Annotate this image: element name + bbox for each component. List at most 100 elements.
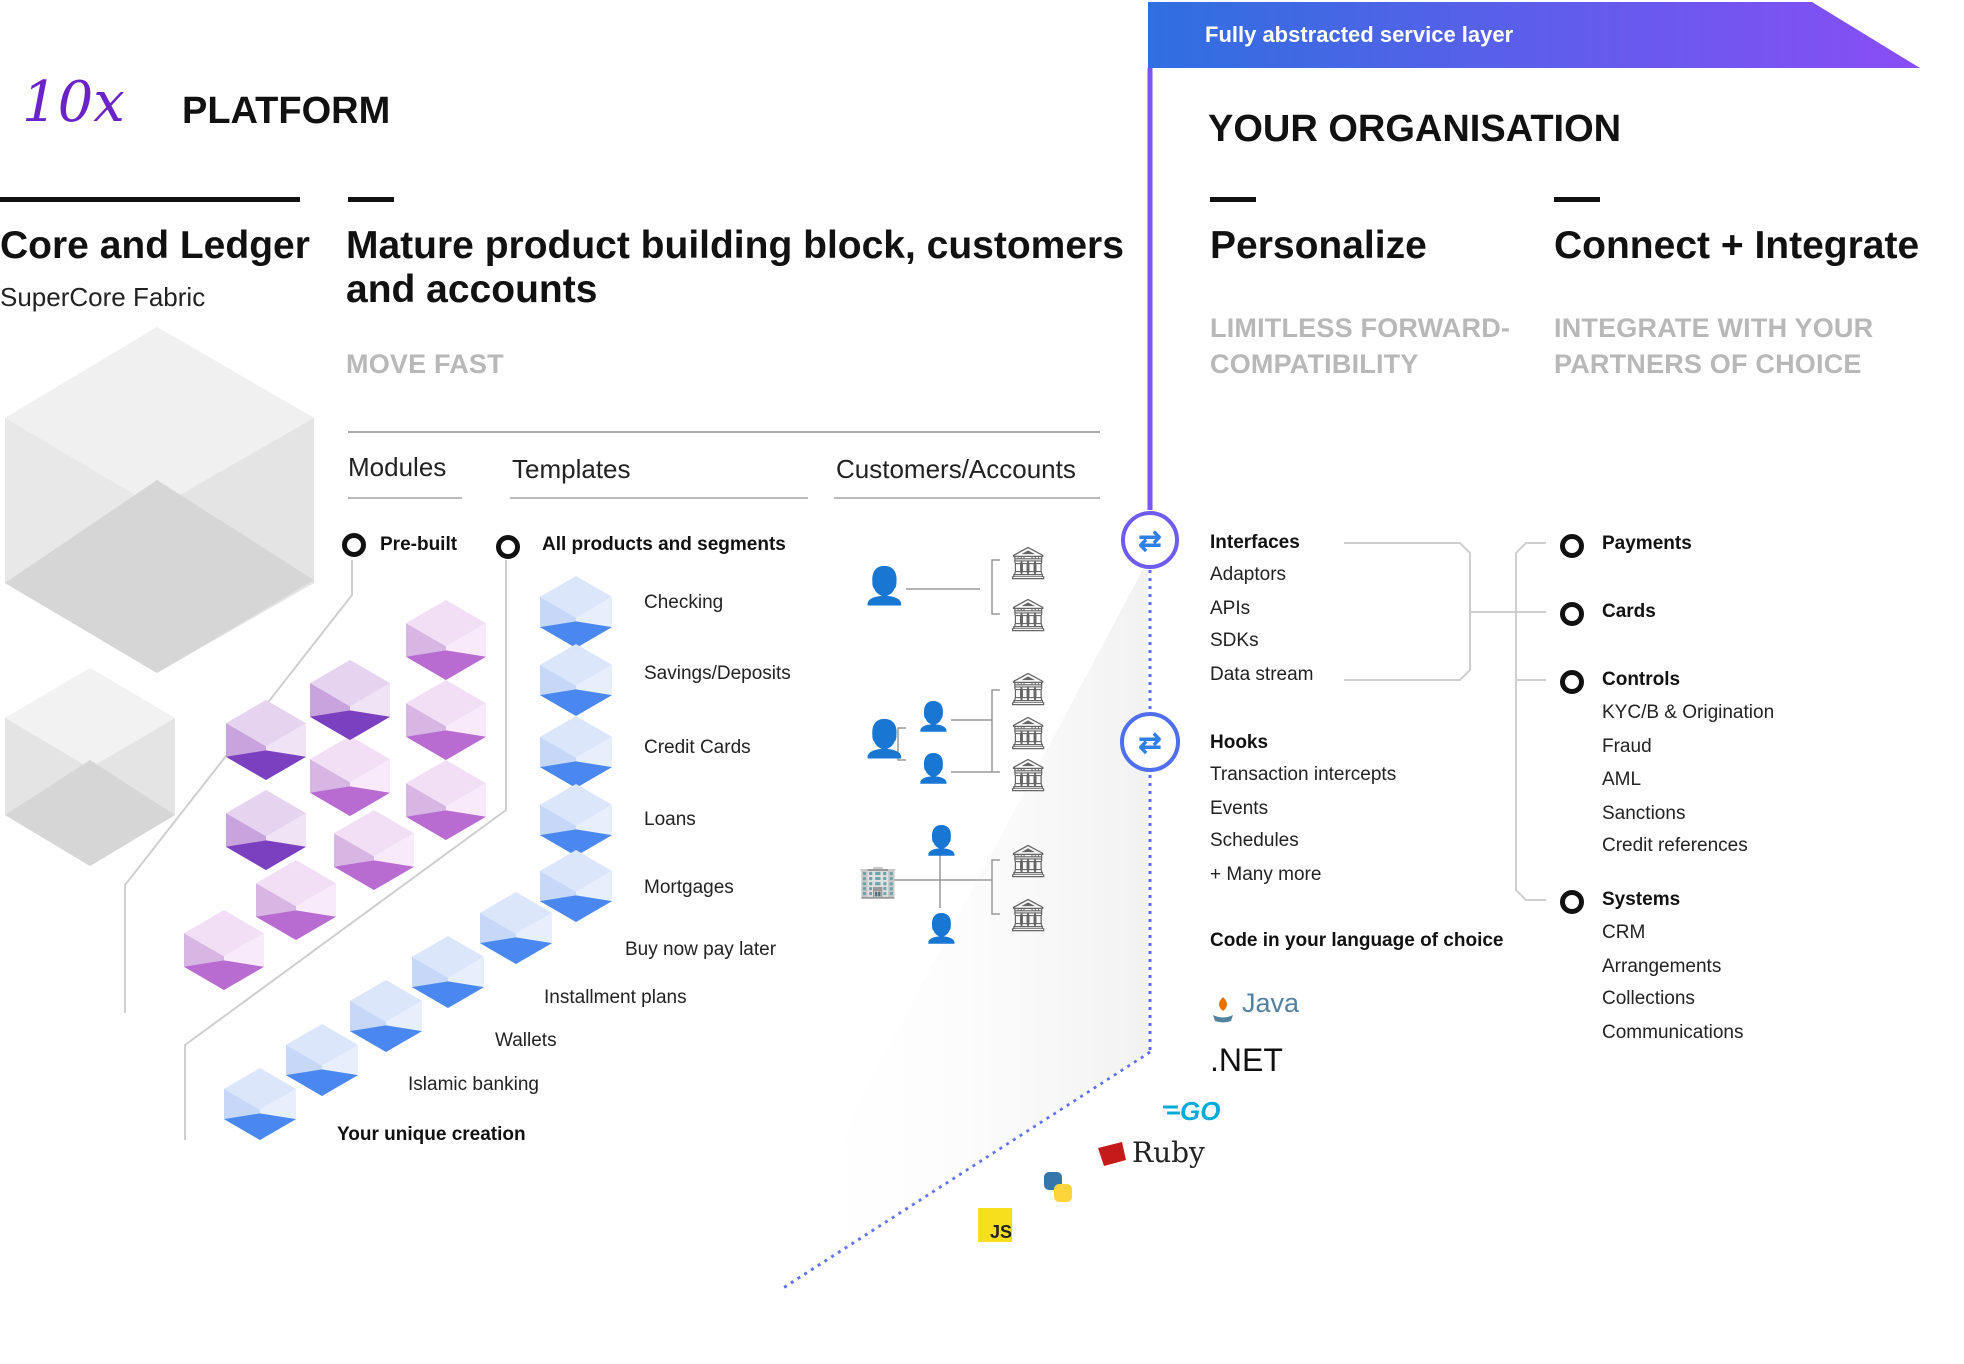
customer-person-icon: 👤 bbox=[916, 701, 951, 732]
template-islamic: Islamic banking bbox=[408, 1074, 539, 1095]
controls-ring bbox=[1560, 670, 1584, 694]
module-cube bbox=[256, 860, 336, 940]
module-cube bbox=[406, 680, 486, 760]
template-savings: Savings/Deposits bbox=[644, 663, 791, 684]
mature-dash bbox=[348, 197, 394, 202]
bank-icon: 🏛 bbox=[1008, 545, 1049, 581]
template-cube bbox=[480, 892, 552, 964]
js-label: JS bbox=[990, 1222, 1013, 1242]
hooks-title: Hooks bbox=[1210, 732, 1269, 753]
prebuilt-label: Pre-built bbox=[380, 534, 458, 555]
connect-tagline-2: PARTNERS OF CHOICE bbox=[1554, 349, 1862, 379]
template-cubes bbox=[224, 576, 612, 1140]
svg-text:⇄: ⇄ bbox=[1138, 727, 1161, 758]
template-checking: Checking bbox=[644, 592, 724, 613]
hooks-events: Events bbox=[1210, 798, 1269, 819]
platform-label: PLATFORM bbox=[182, 90, 391, 132]
template-cube bbox=[540, 644, 612, 716]
hooks-many-more: + Many more bbox=[1210, 864, 1322, 885]
module-cube bbox=[334, 810, 414, 890]
interfaces-sdks: SDKs bbox=[1210, 630, 1259, 651]
core-title: Core and Ledger bbox=[0, 224, 310, 267]
template-cube bbox=[412, 936, 484, 1008]
banner-label: Fully abstracted service layer bbox=[1205, 22, 1514, 47]
interfaces-title: Interfaces bbox=[1210, 532, 1300, 553]
prebuilt-ring bbox=[342, 533, 366, 557]
bank-icon: 🏛 bbox=[1008, 757, 1049, 793]
customer-person-icon: 👤 bbox=[916, 753, 951, 784]
python-logo-icon bbox=[1044, 1172, 1072, 1202]
service-layer-banner bbox=[1148, 2, 1920, 68]
controls-credit-refs: Credit references bbox=[1602, 835, 1748, 856]
svg-text:⇄: ⇄ bbox=[1138, 525, 1161, 556]
connect-tagline-1: INTEGRATE WITH YOUR bbox=[1554, 313, 1874, 343]
all-products-ring bbox=[496, 535, 520, 559]
template-mortgages: Mortgages bbox=[644, 877, 734, 898]
systems-collections: Collections bbox=[1602, 988, 1695, 1009]
column-modules: Modules bbox=[348, 452, 447, 482]
module-cube bbox=[406, 600, 486, 680]
personalize-dash bbox=[1210, 197, 1256, 202]
systems-title: Systems bbox=[1602, 889, 1681, 910]
mature-title-line2: and accounts bbox=[346, 268, 598, 311]
customer-person-icon: 👤 bbox=[862, 718, 907, 759]
template-cube bbox=[540, 576, 612, 648]
module-cube bbox=[226, 700, 306, 780]
java-label: Java bbox=[1242, 988, 1300, 1018]
interfaces-data-stream: Data stream bbox=[1210, 664, 1314, 685]
core-rule bbox=[0, 197, 300, 202]
brand-logo: 10x bbox=[22, 70, 125, 135]
cards-ring bbox=[1560, 602, 1584, 626]
mature-tagline: MOVE FAST bbox=[346, 349, 504, 379]
module-cube bbox=[310, 660, 390, 740]
module-cube bbox=[406, 760, 486, 840]
systems-crm: CRM bbox=[1602, 922, 1646, 943]
template-wallets: Wallets bbox=[495, 1030, 557, 1051]
controls-fraud: Fraud bbox=[1602, 736, 1652, 757]
interfaces-adaptors: Adaptors bbox=[1210, 564, 1287, 585]
hooks-exchange-icon: ⇄ bbox=[1120, 712, 1180, 772]
hooks-transaction: Transaction intercepts bbox=[1210, 764, 1397, 785]
column-customers: Customers/Accounts bbox=[836, 454, 1076, 484]
controls-aml: AML bbox=[1602, 769, 1642, 790]
payments-ring bbox=[1560, 534, 1584, 558]
javascript-logo-icon bbox=[978, 1208, 1012, 1242]
java-logo-icon bbox=[1213, 997, 1233, 1023]
customer-person-icon: 👤 bbox=[862, 565, 907, 606]
template-credit-cards: Credit Cards bbox=[644, 737, 751, 758]
business-building-icon: 🏢 bbox=[858, 863, 898, 899]
bank-icon: 🏛 bbox=[1008, 671, 1049, 707]
template-loans: Loans bbox=[644, 809, 696, 830]
core-ledger-cubes bbox=[5, 327, 314, 866]
bank-icon: 🏛 bbox=[1008, 597, 1049, 633]
template-cube bbox=[224, 1068, 296, 1140]
controls-title: Controls bbox=[1602, 669, 1681, 690]
bank-icon: 🏛 bbox=[1008, 715, 1049, 751]
customer-person-icon: 👤 bbox=[924, 913, 959, 944]
personalize-title: Personalize bbox=[1210, 224, 1427, 267]
personalize-tagline-1: LIMITLESS FORWARD- bbox=[1210, 313, 1511, 343]
template-cube bbox=[286, 1024, 358, 1096]
go-logo-icon bbox=[1163, 1105, 1180, 1115]
go-label: GO bbox=[1180, 1096, 1221, 1126]
payments-label: Payments bbox=[1602, 533, 1692, 554]
column-templates: Templates bbox=[512, 454, 631, 484]
dotnet-label: .NET bbox=[1210, 1042, 1283, 1078]
mature-title-line1: Mature product building block, customers bbox=[346, 224, 1124, 267]
module-cube bbox=[226, 790, 306, 870]
organisation-title: YOUR ORGANISATION bbox=[1208, 108, 1622, 150]
controls-sanctions: Sanctions bbox=[1602, 803, 1686, 824]
module-cubes bbox=[184, 600, 486, 990]
personalize-tagline-2: COMPATIBILITY bbox=[1210, 349, 1419, 379]
hooks-schedules: Schedules bbox=[1210, 830, 1299, 851]
template-cube bbox=[540, 784, 612, 856]
languages-title: Code in your language of choice bbox=[1210, 930, 1504, 951]
bank-icon: 🏛 bbox=[1008, 897, 1049, 933]
ruby-logo-icon bbox=[1098, 1142, 1126, 1166]
template-cube bbox=[350, 980, 422, 1052]
bank-icon: 🏛 bbox=[1008, 843, 1049, 879]
controls-kyc: KYC/B & Origination bbox=[1602, 702, 1775, 723]
systems-arrangements: Arrangements bbox=[1602, 956, 1722, 977]
cards-label: Cards bbox=[1602, 601, 1656, 622]
